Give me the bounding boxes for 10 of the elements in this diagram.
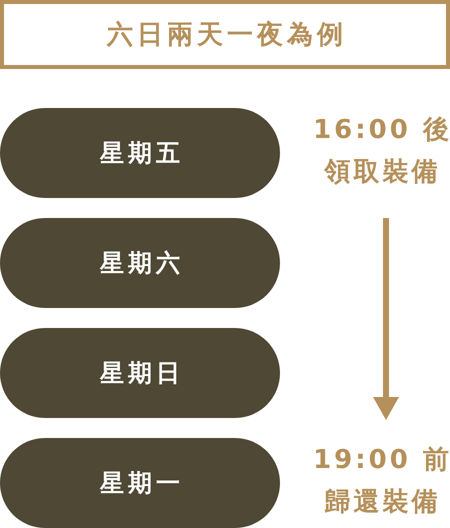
time-label: 16:00 後 — [312, 114, 450, 147]
note-label: 領取裝備 — [322, 156, 442, 189]
day-pill: 星期六 — [0, 218, 280, 308]
day-pill: 星期五 — [0, 108, 280, 198]
note-label: 歸還裝備 — [324, 486, 442, 519]
arrow — [373, 218, 399, 420]
time-label: 19:00 前 — [312, 444, 450, 477]
day-pill: 星期一 — [0, 438, 280, 528]
title-banner: 六日兩天一夜為例 — [0, 0, 450, 69]
day-pill: 星期日 — [0, 328, 280, 418]
